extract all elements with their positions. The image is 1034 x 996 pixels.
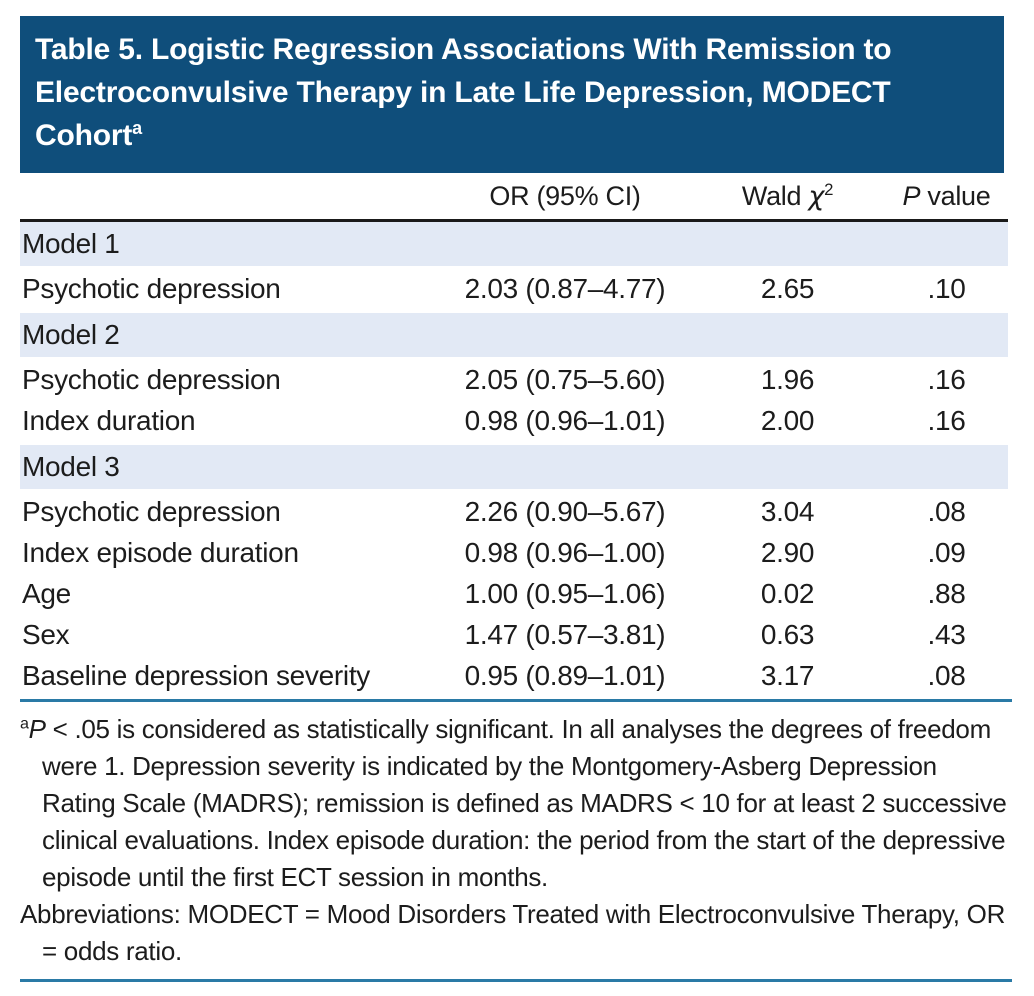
- table-row: Age 1.00 (0.95–1.06) 0.02 .88: [20, 573, 1008, 614]
- row-wald: 0.02: [760, 577, 815, 609]
- footnotes: aP < .05 is considered as statistically …: [20, 702, 1008, 970]
- row-label: Age: [22, 577, 71, 609]
- row-wald: 3.04: [760, 495, 815, 527]
- table-row: Baseline depression severity 0.95 (0.89–…: [20, 655, 1008, 696]
- col-header-p-value: P value: [885, 181, 1008, 212]
- row-or-ci: 0.98 (0.96–1.01): [464, 404, 666, 436]
- footnote-a-marker: a: [20, 714, 29, 733]
- row-label: Psychotic depression: [22, 495, 281, 527]
- footnote-a-text: < .05 is considered as statistically sig…: [42, 714, 1007, 892]
- col-header-or-ci: OR (95% CI): [489, 180, 641, 211]
- row-or-ci: 2.03 (0.87–4.77): [464, 272, 666, 304]
- table-title-bar: Table 5. Logistic Regression Association…: [20, 16, 1004, 173]
- table-row: Index duration 0.98 (0.96–1.01) 2.00 .16: [20, 400, 1008, 441]
- table-title-line2: Electroconvulsive Therapy in Late Life D…: [35, 76, 891, 109]
- row-gap: [20, 309, 1008, 313]
- row-or-ci: 0.98 (0.96–1.00): [464, 536, 666, 568]
- table-content: Table 5. Logistic Regression Association…: [20, 0, 1012, 982]
- table-row: Index episode duration 0.98 (0.96–1.00) …: [20, 532, 1008, 573]
- table-row: Psychotic depression 2.03 (0.87–4.77) 2.…: [20, 268, 1008, 309]
- row-p-value: .16: [927, 363, 966, 395]
- row-wald: 0.63: [760, 618, 815, 650]
- table-row: Sex 1.47 (0.57–3.81) 0.63 .43: [20, 614, 1008, 655]
- row-p-value: .88: [927, 577, 966, 609]
- row-or-ci: 1.00 (0.95–1.06): [464, 577, 666, 609]
- row-wald: 2.90: [760, 536, 815, 568]
- col-header-wald-chi2: Wald χ2: [690, 181, 885, 212]
- table-row: Psychotic depression 2.26 (0.90–5.67) 3.…: [20, 491, 1008, 532]
- row-wald: 2.65: [760, 272, 815, 304]
- row-or-ci: 1.47 (0.57–3.81): [464, 618, 666, 650]
- table-title-line3: Cohorta: [35, 114, 988, 157]
- table-title-cohort: Cohort: [35, 119, 133, 152]
- section-header-model-2: Model 2: [20, 313, 1008, 357]
- row-or-ci: 2.05 (0.75–5.60): [464, 363, 666, 395]
- row-or-ci: 2.26 (0.90–5.67): [464, 495, 666, 527]
- abbreviations-note: Abbreviations: MODECT = Mood Disorders T…: [20, 899, 1006, 966]
- row-label: Index episode duration: [22, 536, 299, 568]
- row-p-value: .16: [927, 404, 966, 436]
- bottom-rule: [20, 979, 1012, 982]
- row-or-ci: 0.95 (0.89–1.01): [464, 659, 666, 691]
- row-p-value: .08: [927, 495, 966, 527]
- p-symbol: P: [902, 180, 921, 211]
- wald-label: Wald: [741, 180, 809, 211]
- row-p-value: .09: [927, 536, 966, 568]
- column-header-row: OR (95% CI) Wald χ2 P value: [20, 173, 1008, 222]
- row-label: Index duration: [22, 404, 196, 436]
- row-label: Baseline depression severity: [22, 659, 371, 691]
- row-p-value: .10: [927, 272, 966, 304]
- section-header-model-3: Model 3: [20, 445, 1008, 489]
- row-wald: 3.17: [760, 659, 815, 691]
- p-value-label: value: [920, 180, 991, 211]
- footnote-p-symbol: P: [28, 714, 46, 744]
- table-title-line1: Table 5. Logistic Regression Association…: [35, 33, 892, 66]
- row-p-value: .08: [927, 659, 966, 691]
- row-label: Sex: [22, 618, 70, 650]
- row-label: Psychotic depression: [22, 363, 281, 395]
- row-label: Psychotic depression: [22, 272, 281, 304]
- footnote-a: aP < .05 is considered as statistically …: [20, 711, 1008, 896]
- row-p-value: .43: [927, 618, 966, 650]
- title-footnote-marker: a: [132, 118, 142, 138]
- table-row: Psychotic depression 2.05 (0.75–5.60) 1.…: [20, 359, 1008, 400]
- row-wald: 2.00: [760, 404, 815, 436]
- row-wald: 1.96: [760, 363, 815, 395]
- chi-exponent: 2: [824, 179, 834, 199]
- section-header-model-1: Model 1: [20, 222, 1008, 266]
- footnote-top-rule: [20, 699, 1012, 702]
- row-gap: [20, 441, 1008, 445]
- chi-symbol: χ: [808, 180, 825, 212]
